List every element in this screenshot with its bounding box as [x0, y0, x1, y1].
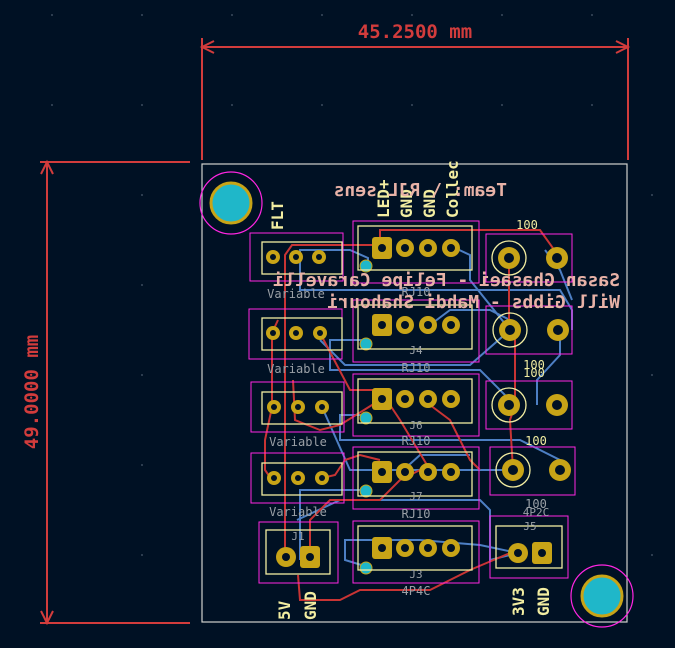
grid-dots — [51, 14, 653, 556]
connector-j6[interactable]: J6 RJ10 — [352, 373, 480, 448]
resistor-r1-value: 100 — [516, 218, 538, 232]
potentiometer-1-label: Variable — [267, 287, 325, 301]
potentiometer-2-label: Variable — [267, 362, 325, 376]
back-silk-authors-1: Sasan Ghasaei - Felipe Caravelli — [273, 270, 620, 291]
connector-j6-label: RJ10 — [402, 434, 431, 448]
connector-j1-ref: J1 — [291, 530, 304, 543]
connector-j3[interactable]: J3 4P4C — [352, 520, 480, 598]
potentiometer-4-label: Variable — [269, 505, 327, 519]
connector-j3-ref: J3 — [409, 568, 422, 581]
width-dimension[interactable] — [199, 38, 631, 160]
silk-label-gnd-2: GND — [420, 189, 439, 218]
connector-rj10-top-label: RJ10 — [402, 285, 431, 299]
width-dimension-label: 45.2500 mm — [358, 21, 472, 43]
silk-label-flt: FLT — [268, 201, 287, 230]
connector-j4-ref: J4 — [409, 344, 423, 357]
silk-label-3v3: 3V3 — [509, 587, 528, 616]
potentiometer-3[interactable]: Variable — [250, 381, 345, 449]
connector-j4-label: RJ10 — [402, 361, 431, 375]
resistor-r3-value: 100 — [523, 366, 545, 380]
mounting-hole-bottom-right[interactable] — [570, 564, 634, 628]
resistor-r1[interactable]: 100 — [485, 218, 573, 283]
vias — [359, 259, 373, 575]
connector-j5-ref: J5 — [523, 520, 536, 533]
mounting-hole-top-left[interactable] — [199, 171, 263, 235]
board-outline — [201, 163, 628, 623]
connector-j5-label: 4P2C — [523, 506, 550, 519]
back-silkscreen: Team: \ RJL sens Sasan Ghasaei - Felipe … — [273, 180, 620, 313]
resistor-r2[interactable]: 100 — [485, 305, 573, 372]
silk-label-5v: 5V — [275, 600, 294, 620]
resistor-r4-value: 100 — [525, 434, 547, 448]
back-silk-authors-2: Will Gibbs - Mahdi Shahouri — [327, 292, 620, 313]
resistor-r4[interactable]: 100 100 — [489, 434, 576, 511]
connector-j4[interactable]: J4 RJ10 — [352, 299, 480, 375]
height-dimension-label: 49.0000 mm — [21, 335, 43, 449]
silk-label-gnd-j1: GND — [301, 591, 320, 620]
silk-label-collec: Collec — [443, 160, 462, 218]
connector-j6-ref: J6 — [409, 419, 422, 432]
connector-j7-ref: J7 — [409, 490, 422, 503]
potentiometer-1[interactable]: Variable — [249, 232, 344, 301]
silk-label-gnd-j5: GND — [534, 587, 553, 616]
silk-label-gnd-1: GND — [397, 189, 416, 218]
resistor-r5-value: 100 — [525, 497, 547, 511]
potentiometer-3-label: Variable — [269, 435, 327, 449]
connector-j7-label: RJ10 — [402, 507, 431, 521]
connector-j7[interactable]: J7 RJ10 — [352, 446, 480, 521]
resistor-r3[interactable]: 100 — [485, 366, 573, 430]
connector-j1[interactable]: J1 — [258, 521, 339, 584]
potentiometer-4[interactable]: Variable — [250, 452, 345, 519]
potentiometer-2[interactable]: Variable — [248, 308, 343, 376]
connector-rj10-top[interactable]: RJ10 — [352, 220, 480, 299]
back-silk-title: Team: \ RJL sens — [334, 180, 507, 201]
connector-j3-label: 4P4C — [402, 584, 431, 598]
silk-label-led-plus: LED+ — [374, 179, 393, 218]
height-dimension[interactable] — [40, 159, 190, 626]
resistor-r2-value: 100 — [523, 358, 545, 372]
connector-j5[interactable]: J5 4P2C — [489, 506, 569, 579]
